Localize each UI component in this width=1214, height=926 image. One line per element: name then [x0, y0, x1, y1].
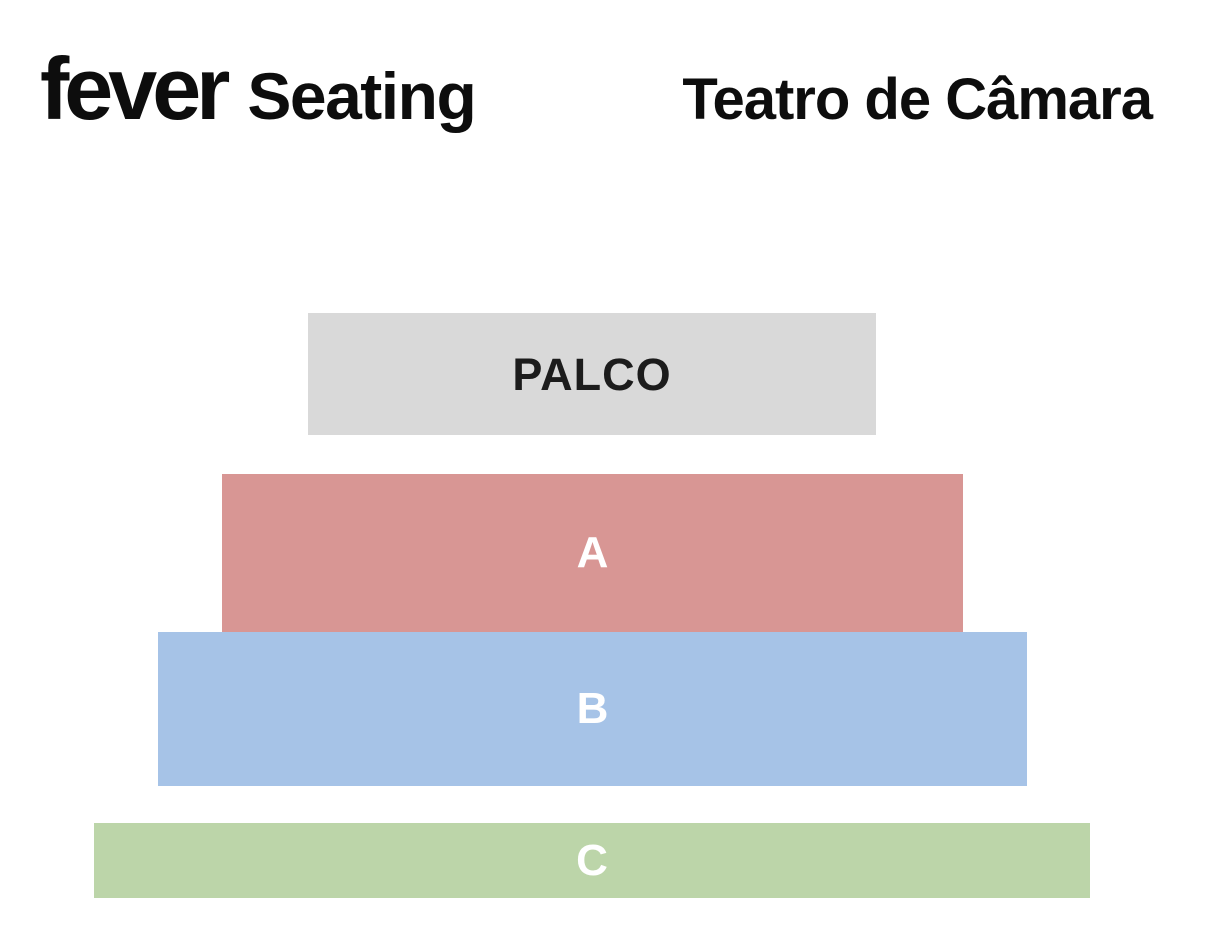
section-c[interactable]: C	[94, 823, 1090, 898]
product-name-label: Seating	[247, 59, 476, 133]
section-a[interactable]: A	[222, 474, 963, 632]
venue-title: Teatro de Câmara	[682, 67, 1153, 132]
fever-logo: fever	[40, 39, 230, 138]
page-header: fever Seating Teatro de Câmara	[40, 39, 1153, 138]
section-b[interactable]: B	[158, 632, 1027, 786]
stage-box: PALCO	[308, 313, 876, 435]
